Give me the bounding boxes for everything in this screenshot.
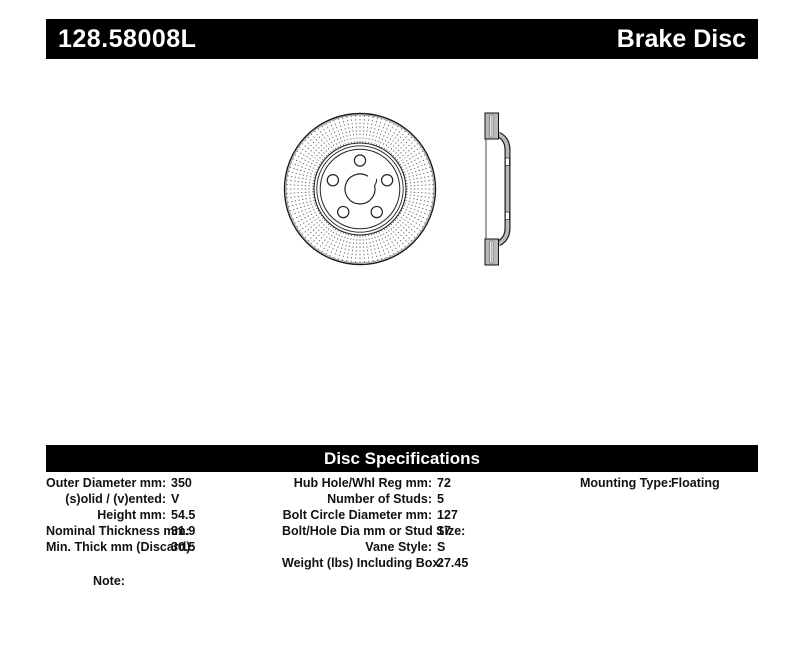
spec-label: Vane Style: [365, 540, 432, 554]
product-type-title: Brake Disc [616, 24, 746, 53]
center-hub-hole [344, 173, 376, 205]
spec-label: Min. Thick mm (Discard): [46, 540, 195, 554]
spec-label: Bolt/Hole Dia mm or Stud Size: [282, 524, 466, 538]
spec-label: Weight (lbs) Including Box: [282, 556, 444, 570]
spec-row: Bolt/Hole Dia mm or Stud Size: 17 [282, 523, 468, 539]
spec-value: V [171, 492, 180, 506]
spec-label: Number of Studs: [327, 492, 432, 506]
disc-cross-section-view [484, 112, 511, 266]
spec-label: (s)olid / (v)ented: [65, 492, 166, 506]
spec-title: Disc Specifications [324, 448, 480, 468]
spec-value: 30.5 [171, 540, 196, 554]
header-bar: 128.58008L Brake Disc [46, 19, 758, 59]
spec-column-type: Mounting Type: Floating [580, 475, 720, 491]
spec-value: 72 [437, 476, 451, 490]
spec-column-mounting: Hub Hole/Whl Reg mm: 72 Number of Studs:… [282, 475, 468, 571]
spec-value: 31.9 [171, 524, 196, 538]
spec-column-dimensions: Outer Diameter mm: 350 (s)olid / (v)ente… [46, 475, 195, 555]
spec-row: Height mm: 54.5 [46, 507, 195, 523]
spec-value: S [437, 540, 446, 554]
part-number: 128.58008L [58, 24, 197, 53]
spec-value: 17 [437, 524, 451, 538]
spec-row: Outer Diameter mm: 350 [46, 475, 195, 491]
spec-value: 5 [437, 492, 444, 506]
spec-row: Min. Thick mm (Discard): 30.5 [46, 539, 195, 555]
spec-value: 27.45 [437, 556, 469, 570]
spec-value: 350 [171, 476, 192, 490]
spec-row: Number of Studs: 5 [282, 491, 468, 507]
spec-value: 127 [437, 508, 458, 522]
spec-label: Mounting Type: [580, 476, 673, 490]
spec-label: Bolt Circle Diameter mm: [282, 508, 432, 522]
hub-hole-break-line [374, 178, 378, 186]
spec-label: Outer Diameter mm: [46, 476, 167, 490]
note-label: Note: [93, 574, 125, 588]
spec-row: Hub Hole/Whl Reg mm: 72 [282, 475, 468, 491]
spec-row: Nominal Thickness mm: 31.9 [46, 523, 195, 539]
note-row: Note: [93, 574, 131, 588]
spec-row: Weight (lbs) Including Box: 27.45 [282, 555, 468, 571]
spec-title-bar: Disc Specifications [46, 445, 758, 472]
spec-label: Hub Hole/Whl Reg mm: [293, 476, 432, 490]
spec-row: Bolt Circle Diameter mm: 127 [282, 507, 468, 523]
bolt-holes [326, 154, 394, 219]
disc-front-view [283, 112, 437, 266]
spec-row: Mounting Type: Floating [580, 475, 720, 491]
spec-value: Floating [671, 476, 720, 490]
spec-label: Nominal Thickness mm: [46, 524, 190, 538]
spec-row: (s)olid / (v)ented: V [46, 491, 195, 507]
spec-row: Vane Style: S [282, 539, 468, 555]
spec-value: 54.5 [171, 508, 196, 522]
spec-label: Height mm: [97, 508, 166, 522]
